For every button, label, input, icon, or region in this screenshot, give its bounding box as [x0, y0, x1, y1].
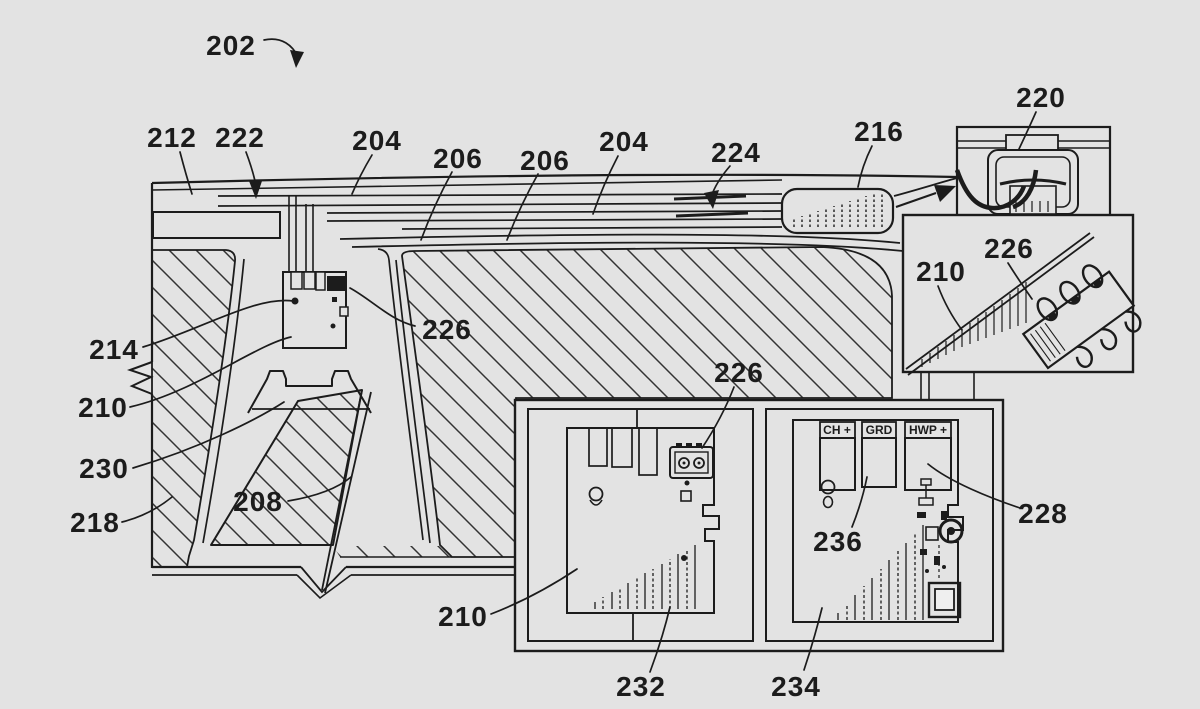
- channel-bottom-1: [339, 233, 901, 244]
- component-cluster: [917, 511, 964, 578]
- ref-226-module: 226: [422, 314, 472, 345]
- ref-206a: 206: [433, 143, 483, 174]
- terminal-pad-ch: [819, 437, 856, 491]
- wire-through-grommet: [954, 169, 1027, 211]
- arrowhead: [934, 185, 956, 202]
- bus-bar: [152, 211, 281, 239]
- ref-210-inset: 210: [916, 256, 966, 287]
- ref-208: 208: [233, 486, 283, 517]
- leader-lines: [121, 38, 1037, 673]
- wire-1: [217, 193, 783, 197]
- ref-206b: 206: [520, 145, 570, 176]
- harness-takeout-216: [780, 177, 958, 235]
- terminal-pad-hwp: [904, 437, 952, 491]
- terminal-pad-grd: [861, 437, 897, 488]
- ref-234: 234: [771, 671, 821, 702]
- board-232: [566, 409, 720, 641]
- frit-hatched-regions: [151, 246, 893, 568]
- glass-edge-line: [905, 232, 1091, 370]
- ref-216: 216: [854, 116, 904, 147]
- frit-center-block: [401, 246, 893, 558]
- wire-2: [217, 202, 783, 207]
- reference-numerals: 202 212 222 204 206 206 204 224 216 220 …: [70, 30, 1068, 702]
- wire-224-highlight: [675, 211, 749, 218]
- board-connector-226: [669, 443, 714, 479]
- wire-5: [401, 226, 783, 230]
- terminal-label-grd: GRD: [866, 423, 893, 437]
- board-hatch: [594, 545, 696, 609]
- relay-component: [927, 581, 962, 619]
- mount-channel-boundaries: [202, 248, 431, 594]
- edge-connector-226: [1021, 264, 1142, 370]
- edge-hatch-ticks: [921, 282, 1027, 367]
- bulb-component: [588, 486, 604, 502]
- inset-grommet-220: [954, 125, 1112, 225]
- connector-chip-226: [327, 276, 346, 291]
- bulb-component: [820, 479, 836, 495]
- ref-214: 214: [89, 334, 139, 365]
- ref-212: 212: [147, 122, 197, 153]
- ref-210-left: 210: [78, 392, 128, 423]
- lead-to-grommet: [893, 177, 958, 197]
- frit-under-funnel-band: [333, 546, 452, 557]
- ref-236: 236: [813, 526, 863, 557]
- arrowhead-202: [290, 50, 304, 68]
- terminal-label-hwp: HWP +: [909, 423, 947, 437]
- ref-210-board: 210: [438, 601, 488, 632]
- detail-frame: CH + GRD HWP +: [513, 398, 1005, 653]
- mount-base-trapezoid: [210, 389, 363, 546]
- terminal-label-ch: CH +: [823, 423, 851, 437]
- ref-226-inset: 226: [984, 233, 1034, 264]
- frit-left-block: [151, 249, 236, 568]
- mirror-module: [282, 271, 349, 349]
- wiring-harness: [217, 193, 904, 272]
- arrow-to-inset: [895, 192, 937, 208]
- ref-228: 228: [1018, 498, 1068, 529]
- ref-230: 230: [79, 453, 129, 484]
- ref-218: 218: [70, 507, 120, 538]
- wire-3: [326, 210, 783, 214]
- ref-226-board: 226: [714, 357, 764, 388]
- ref-202: 202: [206, 30, 256, 61]
- channel-bottom-2: [351, 241, 904, 252]
- ref-232: 232: [616, 671, 666, 702]
- wire-4: [326, 218, 783, 222]
- ref-204b: 204: [599, 126, 649, 157]
- ref-224: 224: [711, 137, 761, 168]
- ref-204a: 204: [352, 125, 402, 156]
- board-hatch: [837, 525, 924, 620]
- arrowhead-224: [704, 190, 719, 209]
- ref-222: 222: [215, 122, 265, 153]
- arrowhead-222: [249, 181, 262, 199]
- board-234: CH + GRD HWP +: [792, 419, 964, 623]
- ref-220: 220: [1016, 82, 1066, 113]
